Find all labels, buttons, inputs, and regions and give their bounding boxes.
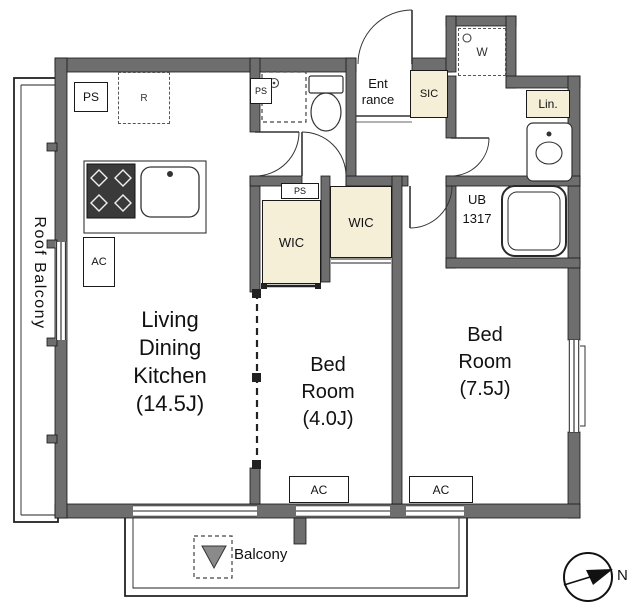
room-label-line: Bed (310, 354, 346, 376)
ldk-room-label: Living Dining Kitchen (14.5J) (95, 306, 245, 418)
ac-box-bedroom-large: AC (409, 476, 473, 503)
closet-doors (261, 258, 391, 289)
ps-box-middle: PS (281, 183, 319, 199)
ps-box-top-left: PS (74, 82, 108, 112)
room-label-line: Room (301, 381, 355, 403)
sic-closet: SIC (410, 70, 448, 118)
kitchen-sink-icon (140, 166, 200, 218)
room-label-line: Living (141, 307, 199, 332)
room-label-line: Dining (138, 335, 202, 360)
north-arrow-icon (563, 552, 613, 602)
evacuation-hatch-icon (193, 535, 233, 579)
bedroom-large-label: Bed Room (7.5J) (420, 322, 550, 403)
bathtub-icon (501, 185, 567, 257)
refrigerator-space: R (118, 72, 170, 124)
room-size-label: (14.5J) (135, 391, 205, 416)
washer-space: W (458, 28, 506, 76)
ac-box-ldk: AC (83, 237, 115, 287)
entrance-label: Ent rance (350, 76, 406, 108)
entrance-step (356, 115, 412, 123)
linen-closet: Lin. (526, 90, 570, 118)
entrance-label-line: Ent (368, 76, 388, 91)
room-size-label: (7.5J) (459, 378, 511, 400)
vanity-sink-icon (526, 122, 573, 182)
room-label-line: Bed (467, 324, 503, 346)
room-label-line: Room (458, 351, 512, 373)
door-swings (254, 9, 490, 229)
wic-right-closet: WIC (330, 186, 392, 258)
windows (55, 242, 586, 517)
ps-box-top-mid: PS (250, 78, 272, 104)
washer-tap-icon (462, 33, 472, 43)
unit-bath-label-line: 1317 (462, 211, 492, 226)
roof-balcony-label: Roof Balcony (31, 216, 48, 330)
north-label: N (617, 567, 628, 584)
bedroom-small-label: Bed Room (4.0J) (267, 352, 389, 433)
unit-bath-label-line: UB (467, 192, 487, 207)
sliding-partition (252, 289, 261, 469)
room-size-label: (4.0J) (302, 408, 354, 430)
entrance-label-line: rance (361, 92, 395, 107)
unit-bath-label: UB 1317 (452, 190, 502, 228)
stove-icon (86, 163, 136, 219)
balcony-label: Balcony (234, 546, 288, 563)
toilet-icon (308, 75, 344, 132)
room-label-line: Kitchen (133, 363, 207, 388)
ac-box-bedroom-small: AC (289, 476, 349, 503)
wic-left-closet: WIC (262, 200, 321, 284)
balcony-outline (124, 518, 468, 597)
